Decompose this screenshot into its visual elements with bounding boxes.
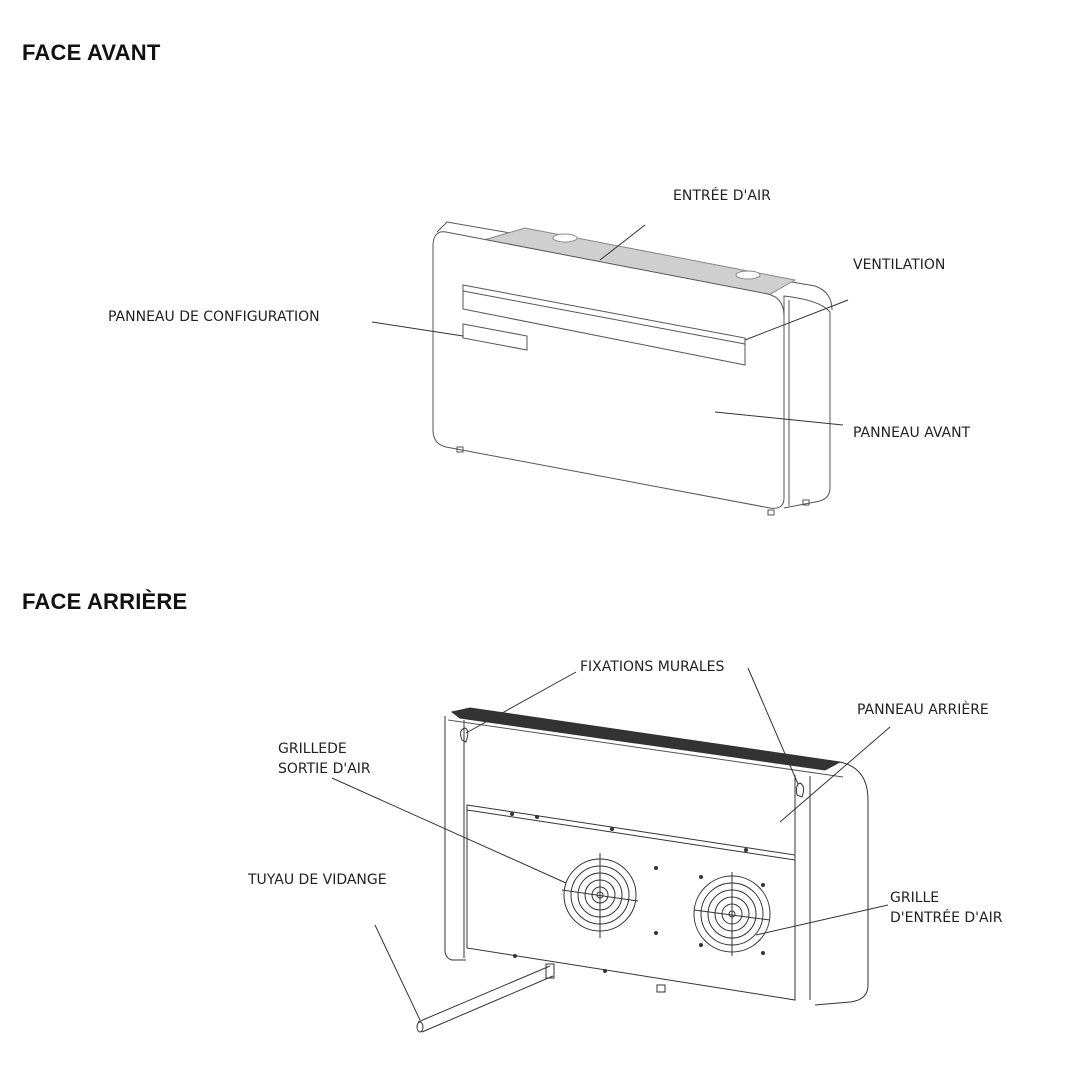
label-ventilation: VENTILATION bbox=[853, 257, 946, 273]
label-wall-mounts: FIXATIONS MURALES bbox=[580, 659, 725, 675]
front-face bbox=[432, 231, 785, 509]
front-unit-drawing bbox=[371, 221, 849, 516]
label-front-panel: PANNEAU AVANT bbox=[853, 425, 971, 441]
label-air-inlet-grille: GRILLE D'ENTRÉE D'AIR bbox=[890, 890, 1003, 926]
wall-mount-hook-left bbox=[460, 727, 469, 743]
config-panel bbox=[462, 323, 528, 351]
rear-heading: FACE ARRIÈRE bbox=[22, 589, 188, 614]
label-rear-panel: PANNEAU ARRIÈRE bbox=[857, 702, 989, 718]
outlet-fan-grille bbox=[561, 853, 639, 938]
rear-lower-panel bbox=[466, 804, 796, 1001]
label-air-outlet-grille: GRILLEDE SORTIE D'AIR bbox=[278, 741, 371, 777]
label-air-inlet: ENTRÉE D'AIR bbox=[673, 188, 771, 204]
front-heading: FACE AVANT bbox=[22, 40, 161, 65]
drain-pipe bbox=[416, 963, 555, 1033]
label-config-panel: PANNEAU DE CONFIGURATION bbox=[108, 309, 320, 325]
label-drain-pipe: TUYAU DE VIDANGE bbox=[248, 872, 387, 888]
ventilation-slot bbox=[462, 284, 746, 366]
rear-top-grille bbox=[450, 707, 842, 771]
wall-mount-hook-right bbox=[795, 782, 805, 798]
inlet-fan-grille bbox=[693, 872, 771, 956]
rear-unit-drawing bbox=[331, 667, 891, 1033]
